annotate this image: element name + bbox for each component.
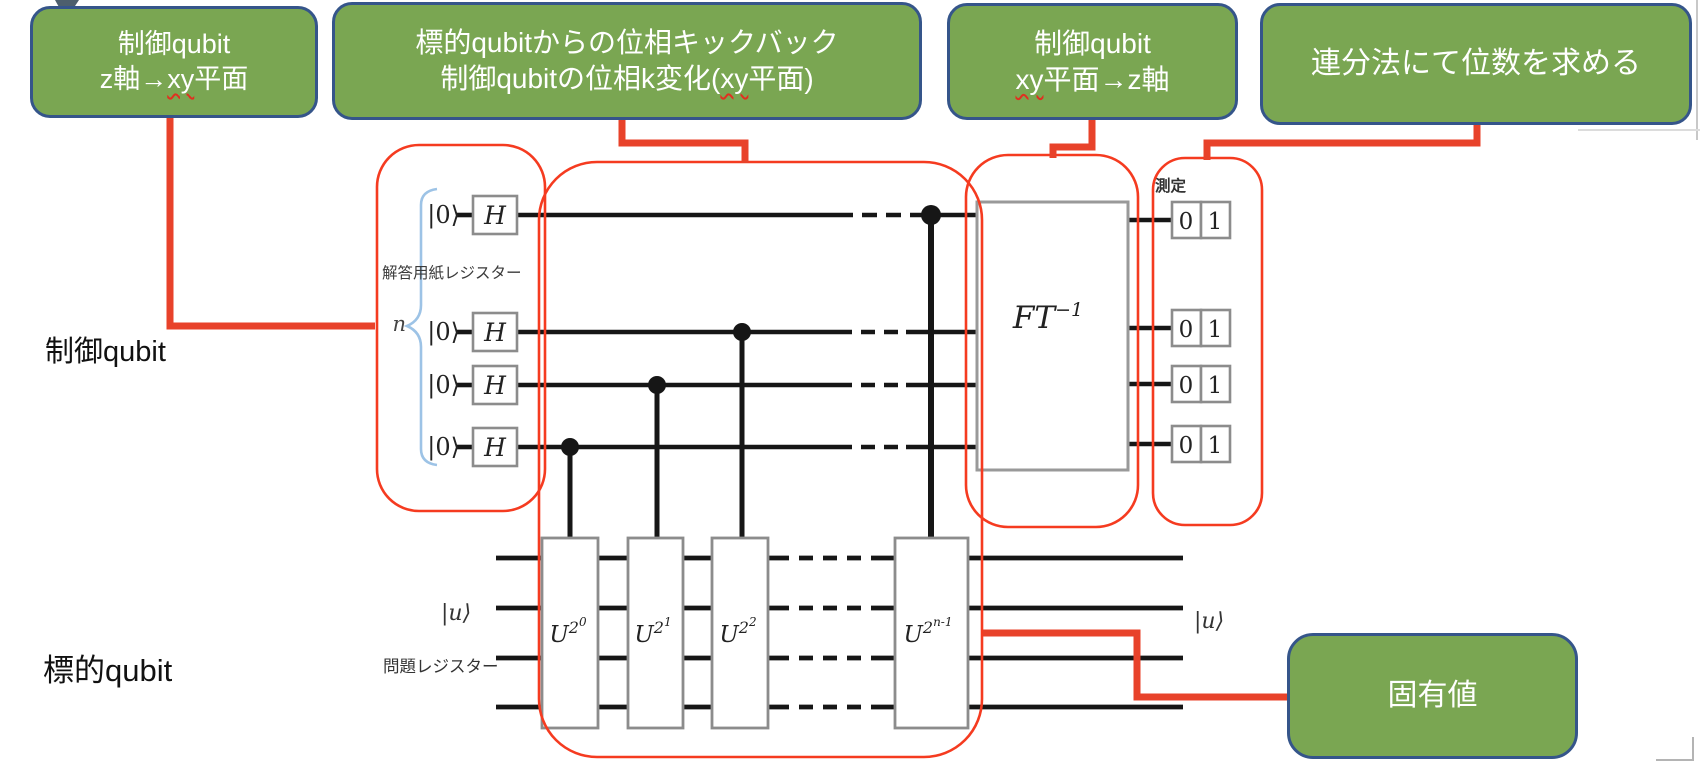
callout-line: 制御qubit — [117, 29, 231, 60]
bit1-cell: 1 — [1208, 373, 1223, 399]
annotation-box-eigenvalue: 固有値 — [1287, 633, 1578, 759]
hadamard-gates: H H H H — [471, 194, 519, 468]
controlled-u-gates: U20 U21 U22 U2n-1 — [540, 536, 970, 730]
svg-text:|0⟩: |0⟩ — [427, 371, 460, 400]
u-gate-label: U20 — [549, 615, 587, 648]
connector-box1 — [166, 116, 375, 330]
callout-line: 制御qubitの位相k変化(xy平面) — [440, 63, 814, 94]
bit1-cell: 1 — [1208, 209, 1223, 235]
answer-register-label: 解答用紙レジスター — [382, 264, 522, 282]
bit0-cell: 0 — [1179, 433, 1194, 459]
svg-text:|0⟩: |0⟩ — [427, 318, 460, 347]
control-verticals — [567, 215, 934, 540]
bit0-cell: 0 — [1179, 209, 1194, 235]
target-qubit-label: 標的qubit — [43, 653, 173, 688]
svg-text:|0⟩: |0⟩ — [427, 433, 460, 462]
callout-line: 連分法にて位数を求める — [1311, 46, 1641, 80]
h-gate-label: H — [483, 318, 507, 347]
annotation-box-control-to-xy: 制御qubit z軸→xy平面 — [30, 6, 318, 118]
annotation-box-xy-to-z: 制御qubit xy平面→z軸 — [947, 3, 1238, 120]
bit0-cell: 0 — [1179, 317, 1194, 343]
ket-u-right: |u⟩ — [1194, 609, 1224, 634]
ket-u-left: |u⟩ — [441, 601, 471, 626]
annotation-box-continued-fraction: 連分法にて位数を求める — [1260, 3, 1692, 125]
problem-register-label: 問題レジスター — [383, 657, 499, 676]
u-gate-label: U22 — [719, 615, 756, 648]
control-dots — [561, 205, 941, 456]
corner-handle-mark — [1656, 737, 1694, 761]
callout-line: 固有値 — [1387, 678, 1478, 712]
connector-eigenvalue — [983, 629, 1290, 701]
callout-line: 制御qubit — [1034, 27, 1151, 59]
red-highlight-outlines — [375, 143, 1264, 759]
bit0-cell: 0 — [1179, 373, 1194, 399]
bit1-cell: 1 — [1208, 433, 1223, 459]
callout-line: 標的qubitからの位相キックバック — [415, 27, 839, 59]
n-label: n — [392, 312, 406, 336]
bit1-cell: 1 — [1208, 317, 1223, 343]
h-gate-label: H — [483, 433, 507, 462]
ft-gate-label: FT−1 — [1012, 299, 1083, 336]
svg-text:|0⟩: |0⟩ — [427, 201, 460, 230]
annotation-box-phase-kickback: 標的qubitからの位相キックバック 制御qubitの位相k変化(xy平面) — [332, 2, 922, 120]
register-brace — [403, 187, 438, 467]
highlight-controlled-u-region — [537, 160, 984, 759]
connector-box2 — [618, 118, 749, 163]
red-connectors — [166, 116, 1481, 701]
connector-box3 — [1049, 118, 1096, 158]
u-gate-label: U2n-1 — [904, 615, 953, 648]
ket0-labels: |0⟩ |0⟩ |0⟩ |0⟩ — [427, 201, 460, 462]
h-gate-label: H — [483, 201, 507, 230]
u-gate-label: U21 — [634, 615, 671, 648]
measure-label: 測定 — [1155, 176, 1187, 195]
connector-box4 — [1203, 123, 1481, 160]
callout-line: z軸→xy平面 — [99, 64, 249, 94]
h-gate-label: H — [483, 371, 507, 400]
callout-line: xy平面→z軸 — [1015, 63, 1170, 95]
control-qubit-label: 制御qubit — [45, 336, 166, 368]
ft-inverse-gate: FT−1 — [975, 200, 1130, 472]
highlight-hadamard-region — [375, 143, 547, 513]
